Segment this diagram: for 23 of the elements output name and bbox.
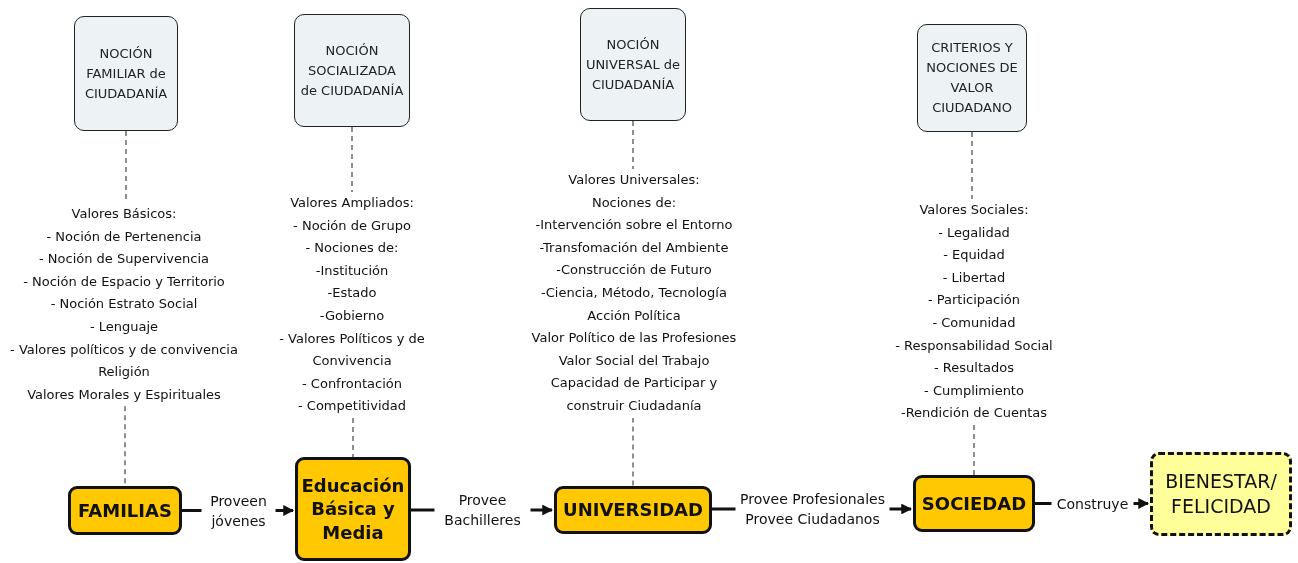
dashed-connector [973, 424, 975, 476]
stage-box: SOCIEDAD [913, 475, 1035, 532]
concept-box: NOCIÓN UNIVERSAL de CIUDADANÍA [580, 8, 686, 121]
edge-label: Construye [1055, 494, 1130, 514]
dashed-connector [632, 416, 634, 487]
arrow [1035, 498, 1150, 509]
concept-box: NOCIÓN SOCIALIZADA de CIUDADANÍA [294, 14, 410, 127]
edge-label: Provee Bachilleres [443, 491, 522, 530]
concept-box: CRITERIOS Y NOCIONES DE VALOR CIUDADANO [917, 24, 1027, 132]
arrow [712, 503, 913, 515]
arrow [411, 504, 554, 516]
dashed-connector [352, 417, 354, 458]
dashed-connector [971, 131, 973, 200]
concept-box: NOCIÓN FAMILIAR de CIUDADANÍA [74, 16, 178, 131]
stage-box: FAMILIAS [68, 486, 182, 535]
stage-box: UNIVERSIDAD [554, 486, 712, 534]
edge-label: Proveen jóvenes [209, 491, 268, 531]
dashed-connector [632, 120, 634, 170]
dashed-connector [351, 126, 353, 193]
stage-box: Educación Básica y Media [295, 457, 411, 561]
goal-box: BIENESTAR/ FELICIDAD [1150, 452, 1292, 536]
arrow [182, 505, 295, 516]
edge-label: Provee Profesionales Provee Ciudadanos [739, 490, 886, 529]
